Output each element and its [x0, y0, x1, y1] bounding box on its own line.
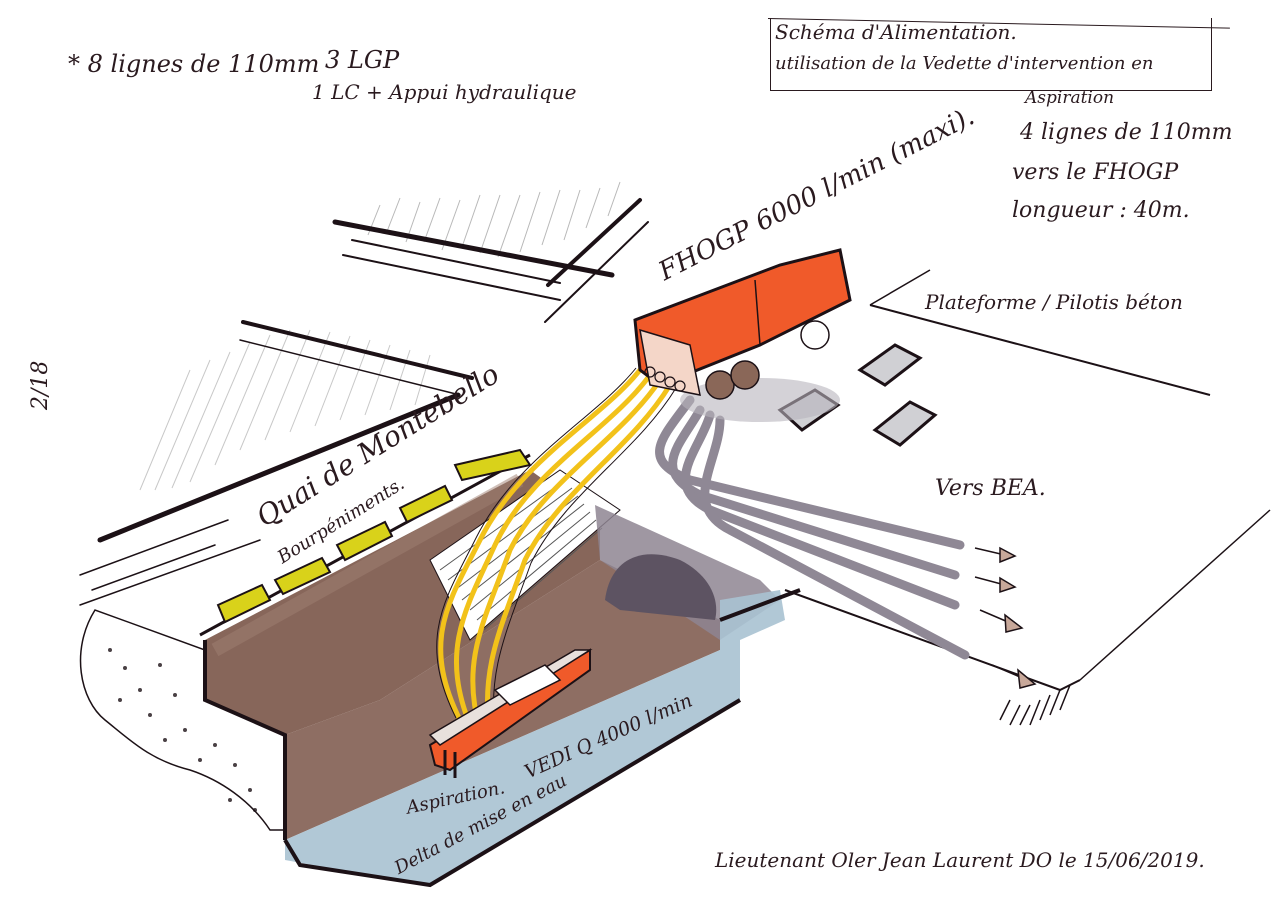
note-3lgp: 3 LGP [325, 46, 400, 74]
building-outline [332, 198, 649, 323]
label-platform: Plateforme / Pilotis béton [925, 290, 1183, 314]
ground-rubble [79, 609, 286, 831]
title-line-3: Aspiration [1025, 88, 1115, 108]
ground-hatch [999, 684, 1071, 726]
note-length: longueur : 40m. [1012, 198, 1190, 223]
title-line-2: utilisation de la Vedette d'intervention… [775, 53, 1154, 74]
yellow-hoses [438, 367, 673, 738]
water-basin [285, 590, 785, 885]
boat-vedi [428, 648, 593, 778]
grey-hoses [655, 395, 970, 660]
title-line-1: Schéma d'Alimentation. [775, 20, 1017, 44]
note-lines-110: * 8 lignes de 110mm [68, 50, 320, 78]
label-towards-bea: Vers BEA. [935, 476, 1046, 501]
page-mark: 2/18 [28, 360, 53, 410]
hose-arrows [974, 546, 1037, 689]
note-lc-appui: 1 LC + Appui hydraulique [312, 80, 577, 104]
fenders [216, 448, 532, 624]
truck-fhogp [633, 248, 852, 422]
note-4-lines: 4 lignes de 110mm [1020, 120, 1233, 145]
signature: Lieutenant Oler Jean Laurent DO le 15/06… [715, 848, 1205, 872]
building-top-hatching [367, 181, 621, 258]
note-towards-fhogp: vers le FHOGP [1012, 160, 1179, 185]
title-box [770, 18, 1212, 91]
